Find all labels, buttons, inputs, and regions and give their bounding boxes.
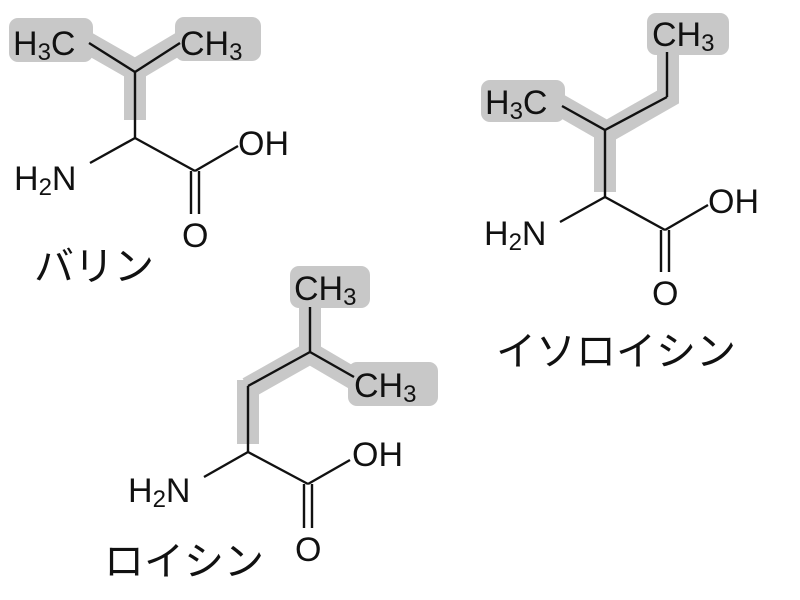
amino-label: H2N: [14, 160, 76, 201]
hydroxyl-label: OH: [238, 125, 289, 163]
molecule-name-leucine: ロイシン: [104, 539, 264, 585]
methyl-left-label: H3C: [485, 84, 547, 125]
molecule-leucine: CH3 CH3 H2N OH O ロイシン: [104, 266, 438, 585]
methyl-right-label: CH3: [180, 25, 242, 66]
amino-label: H2N: [128, 472, 190, 513]
amino-label: H2N: [484, 215, 546, 256]
methyl-right-label: CH3: [354, 367, 416, 408]
methyl-top-label: CH3: [294, 270, 356, 311]
carbonyl-oxygen-label: O: [295, 531, 321, 569]
bonds: [203, 307, 355, 528]
methyl-left-label: H3C: [13, 25, 75, 66]
methyl-top-label: CH3: [652, 16, 714, 57]
carbonyl-oxygen-label: O: [652, 275, 678, 313]
bonds: [559, 52, 709, 272]
molecule-name-isoleucine: イソロイシン: [496, 329, 736, 375]
hydroxyl-label: OH: [352, 436, 403, 474]
molecule-name-valine: バリン: [34, 244, 154, 290]
bonds: [88, 41, 239, 214]
molecule-isoleucine: CH3 H3C H2N OH O イソロイシン: [481, 13, 759, 375]
hydroxyl-label: OH: [708, 183, 759, 221]
molecule-valine: H3C CH3 H2N OH O バリン: [9, 17, 289, 290]
carbonyl-oxygen-label: O: [182, 217, 208, 255]
